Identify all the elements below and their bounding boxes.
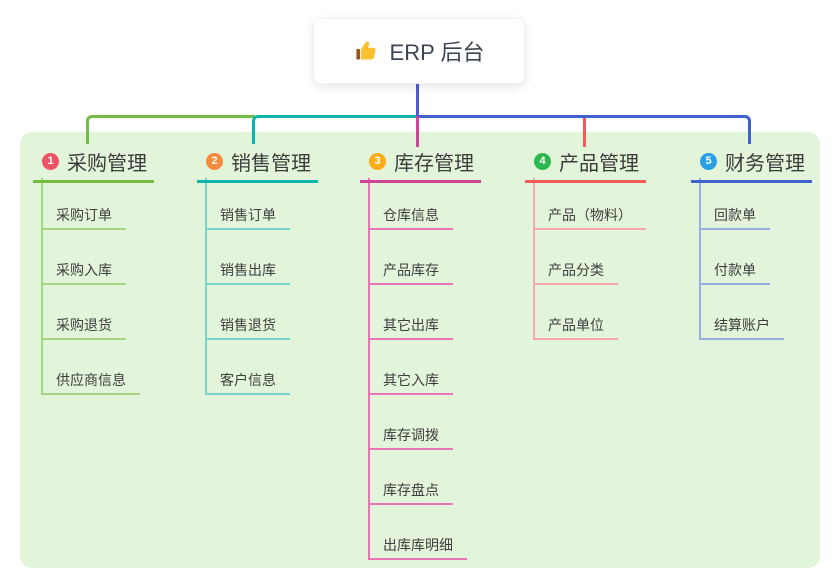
- branch-topic-label: 财务管理: [725, 153, 805, 175]
- branch-rail-line: [368, 178, 370, 560]
- branch-item[interactable]: 产品分类: [533, 262, 618, 285]
- branch-item[interactable]: 其它出库: [368, 317, 453, 340]
- branch-item[interactable]: 采购入库: [41, 262, 126, 285]
- branch-rail-line: [41, 178, 43, 395]
- branch-item[interactable]: 出库库明细: [368, 537, 467, 560]
- mindmap-background-panel: [20, 132, 820, 568]
- branch-item[interactable]: 产品（物料）: [533, 207, 646, 230]
- branch-item[interactable]: 产品库存: [368, 262, 453, 285]
- branch-item[interactable]: 库存盘点: [368, 482, 453, 505]
- branch-item[interactable]: 回款单: [699, 207, 770, 230]
- branch-item[interactable]: 采购订单: [41, 207, 126, 230]
- root-title: ERP 后台: [389, 40, 485, 65]
- branch-2-topic[interactable]: 2 销售管理: [197, 148, 318, 183]
- branch-rail-line: [533, 178, 535, 340]
- branch-3-topic[interactable]: 3 库存管理: [360, 148, 481, 183]
- connector-line: [416, 82, 419, 116]
- branch-4-topic[interactable]: 4 产品管理: [525, 148, 646, 183]
- connector-line: [416, 115, 419, 147]
- branch-number-badge: 5: [700, 153, 717, 170]
- branch-item[interactable]: 付款单: [699, 262, 770, 285]
- branch-item[interactable]: 库存调拨: [368, 427, 453, 450]
- branch-item[interactable]: 仓库信息: [368, 207, 453, 230]
- branch-item[interactable]: 其它入库: [368, 372, 453, 395]
- branch-item[interactable]: 销售订单: [205, 207, 290, 230]
- branch-item[interactable]: 结算账户: [699, 317, 784, 340]
- branch-5-topic[interactable]: 5 财务管理: [691, 148, 812, 183]
- connector-line: [252, 115, 419, 144]
- branch-topic-label: 销售管理: [231, 153, 311, 175]
- branch-item[interactable]: 采购退货: [41, 317, 126, 340]
- thumbs-up-icon: [355, 41, 376, 60]
- branch-rail-line: [699, 178, 701, 340]
- connector-line: [583, 118, 586, 147]
- branch-number-badge: 3: [369, 153, 386, 170]
- branch-item[interactable]: 产品单位: [533, 317, 618, 340]
- branch-topic-label: 采购管理: [67, 153, 147, 175]
- branch-item[interactable]: 客户信息: [205, 372, 290, 395]
- connector-line: [86, 115, 255, 144]
- branch-rail-line: [205, 178, 207, 395]
- branch-1-topic[interactable]: 1 采购管理: [33, 148, 154, 183]
- branch-number-badge: 2: [206, 153, 223, 170]
- branch-topic-label: 库存管理: [394, 153, 474, 175]
- branch-item[interactable]: 供应商信息: [41, 372, 140, 395]
- branch-topic-label: 产品管理: [559, 153, 639, 175]
- branch-number-badge: 1: [42, 153, 59, 170]
- connector-line: [417, 115, 751, 144]
- branch-item[interactable]: 销售退货: [205, 317, 290, 340]
- branch-number-badge: 4: [534, 153, 551, 170]
- root-node[interactable]: ERP 后台: [313, 18, 525, 84]
- branch-item[interactable]: 销售出库: [205, 262, 290, 285]
